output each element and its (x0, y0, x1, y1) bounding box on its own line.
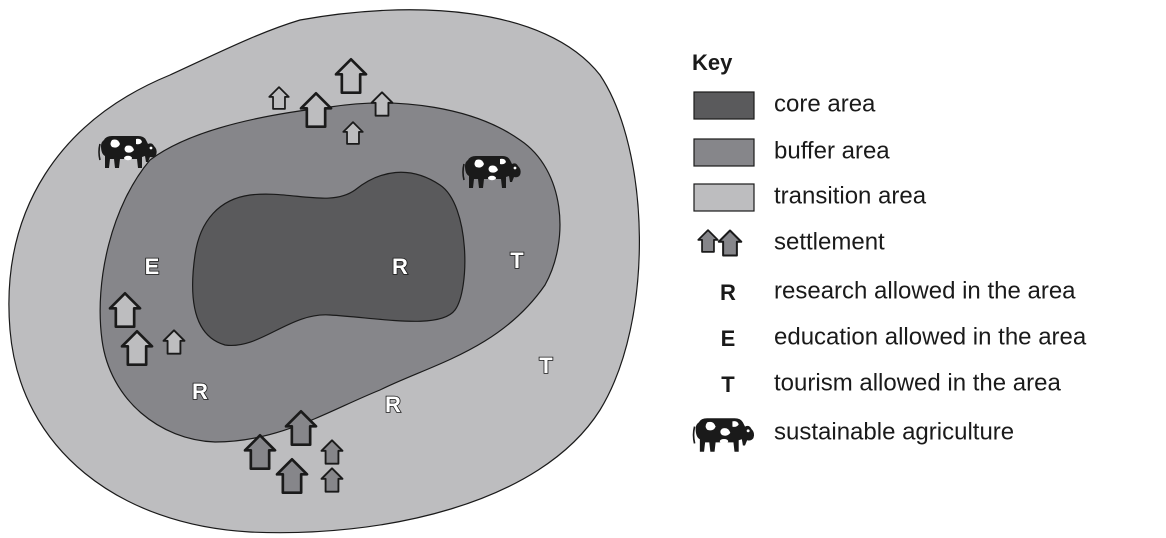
key-title: Key (692, 50, 733, 75)
letter-t-buffer: T (510, 248, 524, 273)
house-icon (697, 229, 719, 253)
key-label-buffer-area: buffer area (774, 137, 890, 164)
key-label-settlement: settlement (774, 228, 885, 255)
letter-r-buffer-left: R (192, 379, 208, 404)
key-label-tourism: tourism allowed in the area (774, 369, 1061, 396)
key-symbol-r: R (720, 280, 736, 305)
key-label-transition-area: transition area (774, 182, 927, 209)
core-area-swatch (693, 91, 755, 120)
settlement-key-icon (697, 229, 743, 257)
key-label-research: research allowed in the area (774, 277, 1076, 304)
house-icon (717, 229, 743, 257)
buffer-area-swatch (693, 138, 755, 167)
key-label-agriculture: sustainable agriculture (774, 418, 1014, 445)
key-label-core-area: core area (774, 90, 876, 117)
key-symbol-t: T (721, 372, 735, 397)
letter-t-transition: T (539, 353, 553, 378)
letter-r-core: R (392, 254, 408, 279)
key-label-education: education allowed in the area (774, 323, 1087, 350)
key-symbol-e: E (721, 326, 736, 351)
core-area (192, 171, 466, 347)
key: Key core area buffer area transition are… (692, 50, 1087, 453)
transition-area-swatch (693, 183, 755, 212)
letter-e-buffer: E (145, 254, 160, 279)
letter-r-buffer-bottom: R (385, 392, 401, 417)
cow-icon (692, 417, 755, 453)
